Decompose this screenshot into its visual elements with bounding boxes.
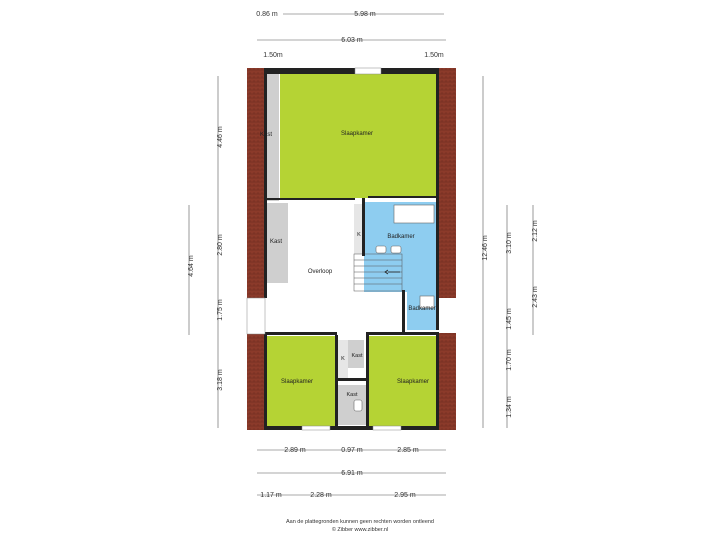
dim-roof-left: 1.50m (263, 52, 283, 59)
room-label-closet-small-2: Kast (346, 392, 357, 398)
bedroom-bl-fill (267, 336, 335, 426)
room-label-bedroom-top: Slaapkamer (341, 131, 373, 137)
dim-right-a2: 1.45 m (506, 308, 513, 330)
roof-right-lower (437, 333, 456, 430)
dim-bottom-total: 6.91 m (341, 470, 363, 477)
dim-top-total: 6.03 m (341, 37, 363, 44)
roof-left-upper (247, 68, 267, 298)
room-label-closet-top: Kast (260, 132, 272, 138)
bedroom-top-fill (280, 74, 437, 198)
dim-left-1: 4.46 m (217, 126, 224, 148)
roof-left-lower (247, 333, 267, 430)
dim-right-b2: 2.43 m (532, 286, 539, 308)
dim-roof-right: 1.50m (424, 52, 444, 59)
window-top (354, 67, 382, 75)
dim-bottom-1b: 0.97 m (341, 447, 363, 454)
closet-top (266, 74, 279, 201)
dim-left-total: 4.64 m (188, 255, 195, 277)
stair (353, 253, 403, 292)
footer-copyright: © Zibber www.zibber.nl (331, 527, 389, 533)
closet-k2-fill (338, 340, 348, 378)
closet-mid (266, 203, 288, 283)
room-label-bedroom-bl: Slaapkamer (281, 379, 313, 385)
footer-disclaimer: Aan de plattegronden kunnen geen rechten… (285, 519, 434, 525)
room-label-closet-small-1: Kast (351, 353, 362, 359)
roof-right-upper (437, 68, 456, 298)
shower (419, 295, 435, 309)
room-label-closet-k1: K (357, 232, 361, 238)
room-label-closet-mid: Kast (270, 239, 282, 245)
sink-right (390, 245, 402, 254)
bedroom-br-fill (368, 336, 437, 426)
dim-left-4: 3.18 m (217, 369, 224, 391)
dim-bottom-3a: 1.17 m (260, 492, 282, 499)
dim-right-a4: 1.34 m (506, 396, 513, 418)
window-bottom-right (372, 425, 402, 431)
dimension-lines (188, 13, 534, 496)
dim-right-a1: 3.10 m (506, 232, 513, 254)
dim-bottom-1a: 2.89 m (284, 447, 306, 454)
dim-right-total: 12.46 m (482, 235, 489, 260)
dim-bottom-1c: 2.85 m (397, 447, 419, 454)
dim-right-a3: 1.70 m (506, 349, 513, 371)
room-label-bedroom-br: Slaapkamer (397, 379, 429, 385)
room-label-bathroom-1: Badkamer (387, 234, 414, 240)
closet-small-1-fill (348, 340, 364, 368)
room-label-landing: Overloop (308, 269, 333, 275)
sink-left (375, 245, 387, 254)
window-bottom-left (301, 425, 331, 431)
toilet (353, 399, 363, 412)
dim-bottom-3c: 2.95 m (394, 492, 416, 499)
bathtub (393, 204, 435, 224)
walls (264, 68, 439, 430)
room-label-bathroom-2: Badkamer (408, 306, 435, 312)
dim-left-2: 2.80 m (217, 234, 224, 256)
dim-top-left: 0.86 m (256, 11, 278, 18)
room-label-closet-k2: K (341, 356, 345, 362)
dim-right-b1: 2.12 m (532, 220, 539, 242)
window-side (246, 297, 266, 335)
dim-bottom-3b: 2.28 m (310, 492, 332, 499)
closet-k1-fill (354, 204, 364, 254)
dim-left-3: 1.75 m (217, 299, 224, 321)
dim-top-right: 5.98 m (354, 11, 376, 18)
